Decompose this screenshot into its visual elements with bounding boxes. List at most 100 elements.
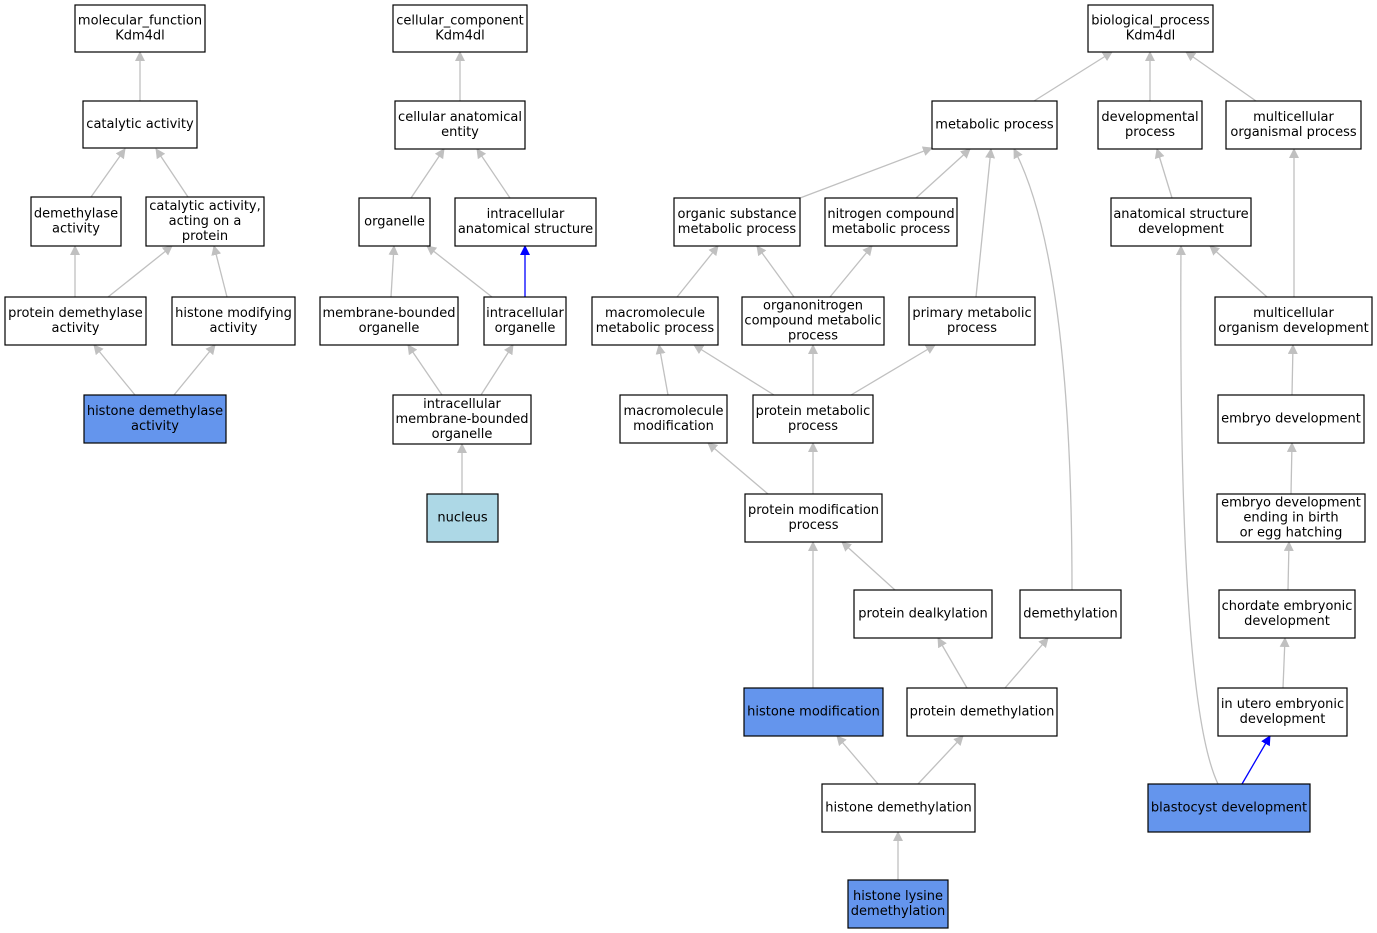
go-term-node-meta[interactable]: metabolic process — [931, 100, 1058, 150]
go-term-label: process — [947, 321, 997, 336]
go-term-box — [392, 394, 532, 445]
go-term-label: process — [788, 329, 838, 344]
go-term-label: or egg hatching — [1240, 526, 1343, 541]
go-term-box — [1147, 783, 1311, 833]
go-term-label: demethylation — [851, 904, 945, 919]
edge-imbo-to-io — [480, 344, 514, 396]
go-term-label: Kdm4dl — [115, 29, 165, 44]
go-term-box — [1019, 589, 1122, 639]
go-term-node-blast[interactable]: blastocyst development — [1147, 783, 1311, 833]
go-term-box — [744, 493, 883, 543]
go-term-box — [1217, 687, 1348, 737]
edge-hdem-to-pdem — [917, 735, 964, 785]
edge-pmodp-to-mm — [707, 442, 769, 495]
go-term-label: organism development — [1218, 321, 1368, 336]
go-term-label: organelle — [359, 321, 420, 336]
go-term-label: histone lysine — [853, 889, 943, 904]
go-term-label: compound metabolic — [744, 314, 881, 329]
go-term-label: organismal process — [1230, 125, 1356, 140]
go-term-label: anatomical structure — [1113, 207, 1248, 222]
edge-prmp-to-pmp — [850, 344, 936, 396]
go-term-label: cellular anatomical — [398, 110, 522, 125]
go-term-box — [1214, 296, 1373, 346]
go-term-box — [319, 296, 459, 346]
go-term-label: metabolic process — [935, 118, 1054, 133]
go-term-box — [908, 296, 1036, 346]
go-term-label: Kdm4dl — [1126, 29, 1176, 44]
go-term-box — [1218, 589, 1356, 639]
go-term-node-hmod[interactable]: histone modification — [743, 687, 884, 737]
go-term-box — [394, 100, 526, 150]
go-term-node-pdealk[interactable]: protein dealkylation — [853, 589, 993, 639]
go-term-label: activity — [52, 321, 100, 336]
go-term-label: histone demethylation — [825, 801, 971, 816]
go-term-box — [145, 196, 265, 247]
edge-pmp-to-meta — [975, 148, 996, 298]
edge-asd-to-devp — [1154, 148, 1173, 199]
go-term-label: nitrogen compound — [827, 207, 954, 222]
go-term-node-organelle[interactable]: organelle — [358, 197, 431, 247]
go-term-label: process — [789, 518, 839, 533]
go-term-label: membrane-bounded — [322, 306, 455, 321]
go-term-label: demethylation — [1023, 607, 1117, 622]
go-term-node-pdem[interactable]: protein demethylation — [906, 687, 1058, 737]
go-term-node-ed[interactable]: embryo development — [1217, 394, 1365, 444]
go-term-label: modification — [633, 419, 714, 434]
go-term-box — [82, 100, 198, 149]
go-term-label: chordate embryonic — [1222, 599, 1353, 614]
go-term-node-hdem[interactable]: histone demethylation — [821, 783, 976, 833]
go-term-box — [821, 783, 976, 833]
edge-osmp-to-meta — [799, 146, 933, 199]
edge-ncmp-to-meta — [915, 148, 971, 199]
go-term-label: organelle — [432, 427, 493, 442]
go-term-box — [1216, 493, 1366, 543]
go-term-label: multicellular — [1253, 110, 1334, 125]
go-term-label: demethylase — [34, 207, 118, 222]
edge-layer — [70, 51, 1299, 880]
go-term-label: macromolecule — [605, 306, 705, 321]
go-term-label: protein modification — [748, 503, 879, 518]
go-term-label: entity — [441, 125, 479, 140]
edge-meta-to-bp — [1033, 51, 1113, 102]
go-term-label: acting on a — [169, 214, 242, 229]
go-term-node-demeth[interactable]: demethylation — [1019, 589, 1122, 639]
edge-prmp-to-mmp — [693, 344, 775, 396]
go-term-label: histone demethylase — [87, 404, 223, 419]
go-term-node-nucleus[interactable]: nucleus — [426, 493, 499, 543]
go-term-box — [591, 296, 719, 346]
go-term-box — [824, 197, 958, 247]
edge-hdem-to-hmod — [836, 735, 879, 785]
go-term-node-cat[interactable]: catalytic activity — [82, 100, 198, 149]
